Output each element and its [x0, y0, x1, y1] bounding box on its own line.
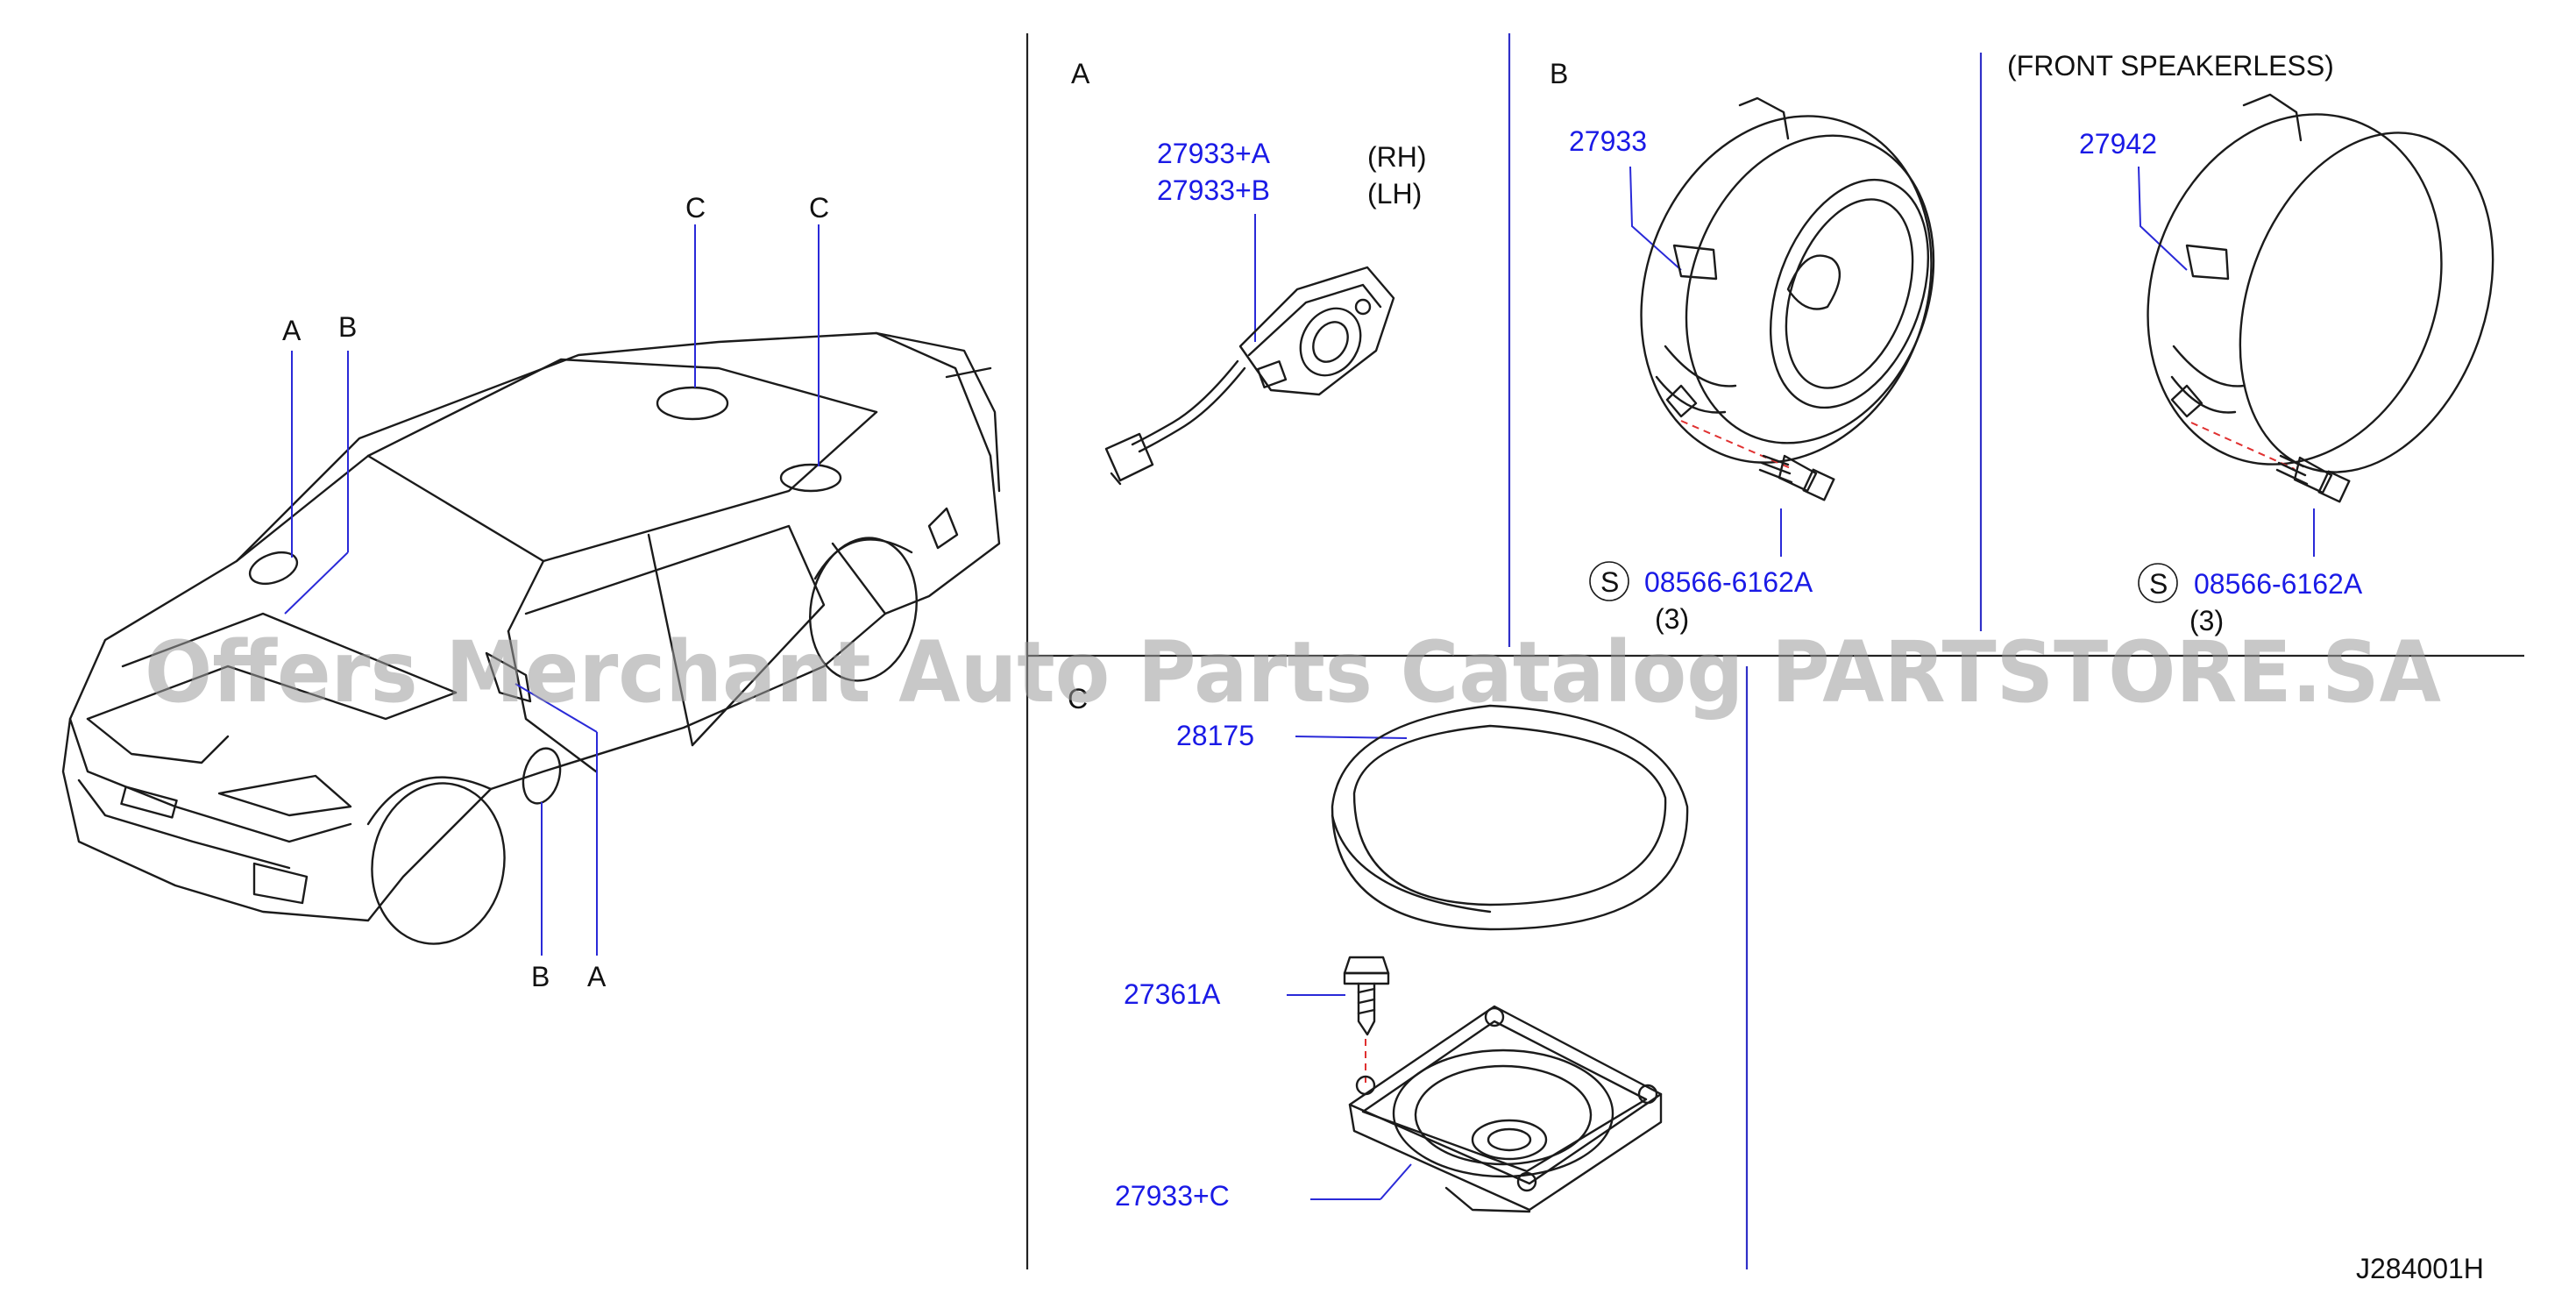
part-27933-b-label: 27933+B: [1157, 174, 1270, 206]
section-a-letter: A: [1071, 58, 1090, 89]
section-c: C 28175 27361A: [1068, 683, 1689, 1213]
door-speaker-screw: [1758, 454, 1835, 501]
screw-symbol-circle-b: [1589, 561, 1629, 601]
screw-part-label-d: 08566-6162A: [2194, 568, 2363, 600]
speaker-grille-illustration: [1331, 704, 1689, 931]
screw-qty-d: (3): [2189, 605, 2224, 636]
car-callout-b-bottom: B: [531, 961, 550, 992]
car-outline: [61, 331, 1001, 945]
part-27933-label: 27933: [1569, 125, 1647, 157]
part-27361a-label: 27361A: [1124, 978, 1221, 1010]
door-speaker-illustration: [1640, 96, 1935, 464]
section-front-speakerless: (FRONT SPEAKERLESS) 27942 S 08566-6162A …: [2007, 50, 2494, 636]
part-27933-a-label: 27933+A: [1157, 138, 1271, 169]
front-speakerless-caption: (FRONT SPEAKERLESS): [2007, 50, 2334, 82]
car-callout-c-right: C: [809, 192, 829, 224]
section-b: B 27933 S 08566-6162A (3): [1550, 58, 1935, 635]
car-callout-c-left: C: [685, 192, 706, 224]
bolt-illustration: [1343, 956, 1390, 1036]
screw-symbol-circle-d: [2138, 563, 2178, 603]
watermark-text: Offers Merchant Auto Parts Catalog PARTS…: [145, 623, 2441, 722]
diagram-id: J284001H: [2356, 1253, 2484, 1284]
side-lh-label: (LH): [1367, 178, 1422, 210]
section-c-letter: C: [1068, 683, 1088, 714]
rear-speaker-illustration: [1348, 1005, 1663, 1213]
screw-qty-b: (3): [1655, 603, 1689, 635]
car-leaders: [284, 224, 820, 956]
screw-symbol-d: S: [2149, 568, 2168, 600]
side-rh-label: (RH): [1367, 141, 1427, 173]
car-overview: A B C C B A: [61, 192, 1001, 992]
blanking-cover-screw: [2275, 454, 2351, 503]
part-27933-c-label: 27933+C: [1115, 1180, 1230, 1212]
part-28175-label: 28175: [1176, 720, 1254, 751]
car-callout-b-top: B: [338, 311, 357, 343]
blanking-cover-illustration: [2147, 93, 2494, 473]
car-callout-a-bottom: A: [587, 961, 607, 992]
section-b-letter: B: [1550, 58, 1568, 89]
screw-symbol-b: S: [1600, 566, 1619, 598]
panel-separators: [1025, 33, 2524, 1269]
part-27942-label: 27942: [2079, 128, 2157, 160]
section-a: A 27933+A 27933+B (RH) (LH): [1071, 58, 1427, 486]
car-callout-a-top: A: [282, 315, 302, 346]
tweeter-illustration: [1104, 266, 1395, 486]
screw-part-label-b: 08566-6162A: [1644, 566, 1813, 598]
